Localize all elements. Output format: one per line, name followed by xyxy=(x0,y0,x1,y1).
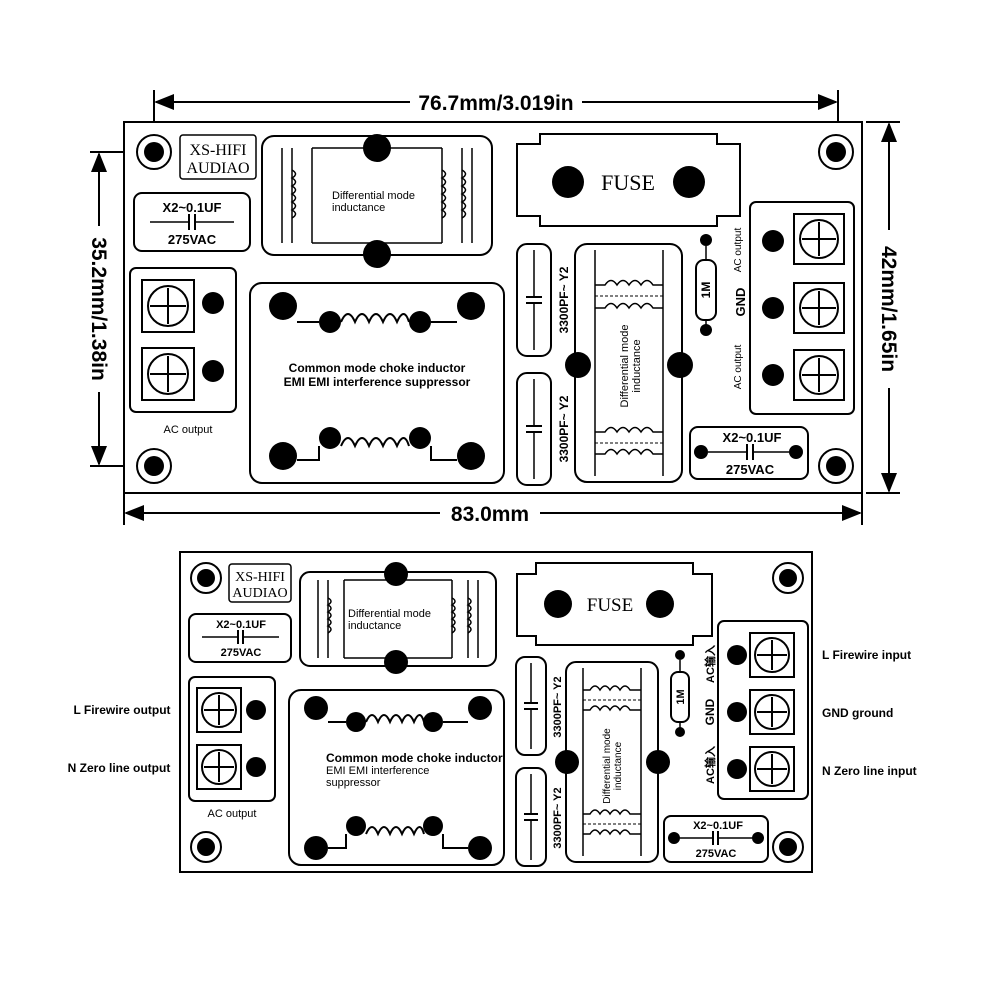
terminal-block-right: AC output GND AC output xyxy=(733,201,855,415)
callout-gnd-ground: GND ground xyxy=(822,706,893,720)
differential-mode-inductor-vertical: Differential mode inductance xyxy=(555,661,670,863)
cap-voltage: 275VAC xyxy=(726,462,775,477)
common-mode-choke: Common mode choke inductor EMI EMI inter… xyxy=(288,689,505,866)
terminal-block-left: AC output xyxy=(129,267,237,436)
cmc-line1: Common mode choke inductor xyxy=(289,361,466,375)
callout-n-zero-input: N Zero line input xyxy=(822,764,917,778)
mounting-hole xyxy=(772,831,804,863)
cap-value: X2~0.1UF xyxy=(693,820,743,832)
diff-v-line2: inductance xyxy=(613,741,624,790)
diff-v-line1: Differential mode xyxy=(602,728,613,804)
ac-input-r1: AC输入 xyxy=(703,645,717,683)
mounting-hole xyxy=(818,134,854,170)
fuse-label: FUSE xyxy=(587,595,633,616)
cmc-line1: Common mode choke inductor xyxy=(326,751,503,765)
ac-input-r2: AC输入 xyxy=(703,746,717,784)
fuse-label: FUSE xyxy=(601,170,655,195)
y2-capacitor: 3300PF~ Y2 xyxy=(515,656,564,756)
resistor-label: 1M xyxy=(675,689,687,704)
resistor: 1M xyxy=(695,234,717,336)
gnd-label: GND xyxy=(733,288,748,317)
mounting-hole xyxy=(136,448,172,484)
brand-logo: XS-HIFI AUDIAO xyxy=(179,134,257,180)
x2-capacitor: X2~0.1UF 275VAC xyxy=(689,426,809,480)
x2-capacitor: X2~0.1UF 275VAC xyxy=(663,815,769,863)
terminal-block-left: AC output xyxy=(188,676,276,820)
dimension-left: 35.2mm/1.38in xyxy=(87,151,150,467)
callout-n-zero-output: N Zero line output xyxy=(68,761,171,775)
differential-mode-inductor: Differential mode inductance xyxy=(261,134,493,268)
diff-mode-line1: Differential mode xyxy=(332,190,415,202)
y2-cap-label: 3300PF~ Y2 xyxy=(552,676,564,737)
mounting-hole xyxy=(190,831,222,863)
left-height-label: 35.2mm/1.38in xyxy=(87,237,110,381)
board-bottom: XS-HIFI AUDIAO X2~0.1UF 275VAC xyxy=(179,551,813,873)
board-top: XS-HIFI AUDIAO X2~0.1UF 275VAC xyxy=(123,121,863,494)
gnd-label: GND xyxy=(703,698,717,725)
mounting-hole xyxy=(136,134,172,170)
diff-v-line1: Differential mode xyxy=(619,325,631,408)
right-height-label: 42mm/1.65in xyxy=(877,246,900,372)
resistor-label: 1M xyxy=(699,282,713,299)
differential-mode-inductor: Differential mode inductance xyxy=(299,562,497,674)
y2-cap-label: 3300PF~ Y2 xyxy=(552,787,564,848)
differential-mode-inductor-vertical: Differential mode inductance xyxy=(565,243,693,483)
dimension-right: 42mm/1.65in xyxy=(866,121,900,494)
cap-voltage: 275VAC xyxy=(696,848,737,860)
brand-line1: XS-HIFI xyxy=(190,142,247,159)
fuse-holder: FUSE xyxy=(516,562,713,646)
y2-capacitor: 3300PF~ Y2 xyxy=(516,243,571,357)
cap-value: X2~0.1UF xyxy=(163,200,222,215)
dimension-bottom: 83.0mm xyxy=(123,492,863,526)
fuse-holder: FUSE xyxy=(516,133,741,227)
common-mode-choke: Common mode choke inductor EMI EMI inter… xyxy=(249,282,505,484)
mounting-hole xyxy=(190,562,222,594)
x2-capacitor: X2~0.1UF 275VAC xyxy=(188,613,292,663)
cap-value: X2~0.1UF xyxy=(723,430,782,445)
brand-line2: AUDIAO xyxy=(232,586,287,601)
diff-mode-line2: inductance xyxy=(348,620,401,632)
top-width-label: 76.7mm/3.019in xyxy=(418,92,573,115)
terminal-block-right: AC输入 GND AC输入 xyxy=(703,620,809,800)
y2-cap-label: 3300PF~ Y2 xyxy=(557,266,571,333)
cmc-line2: EMI EMI interference xyxy=(326,765,429,777)
cmc-line2: EMI EMI interference suppressor xyxy=(284,375,471,389)
y2-cap-label: 3300PF~ Y2 xyxy=(557,395,571,462)
resistor: 1M xyxy=(670,650,690,737)
brand-line2: AUDIAO xyxy=(186,160,249,177)
cap-voltage: 275VAC xyxy=(168,232,217,247)
y2-capacitor: 3300PF~ Y2 xyxy=(516,372,571,486)
dimension-top: 76.7mm/3.019in xyxy=(153,90,839,130)
y2-capacitor: 3300PF~ Y2 xyxy=(515,767,564,867)
callout-l-firewire-input: L Firewire input xyxy=(822,648,911,662)
ac-output-left: AC output xyxy=(208,808,257,820)
diff-mode-line1: Differential mode xyxy=(348,608,431,620)
mounting-hole xyxy=(818,448,854,484)
brand-line1: XS-HIFI xyxy=(235,570,285,585)
callout-l-firewire-output: L Firewire output xyxy=(73,703,170,717)
diff-mode-line2: inductance xyxy=(332,202,385,214)
cap-voltage: 275VAC xyxy=(221,647,262,659)
total-width-label: 83.0mm xyxy=(451,503,529,526)
diff-v-line2: inductance xyxy=(631,339,643,392)
ac-output-r1: AC output xyxy=(733,228,744,273)
brand-logo: XS-HIFI AUDIAO xyxy=(228,563,292,603)
ac-output-r2: AC output xyxy=(733,345,744,390)
cmc-line3: suppressor xyxy=(326,777,381,789)
ac-output-left: AC output xyxy=(164,424,213,436)
x2-capacitor: X2~0.1UF 275VAC xyxy=(133,192,251,252)
mounting-hole xyxy=(772,562,804,594)
cap-value: X2~0.1UF xyxy=(216,619,266,631)
